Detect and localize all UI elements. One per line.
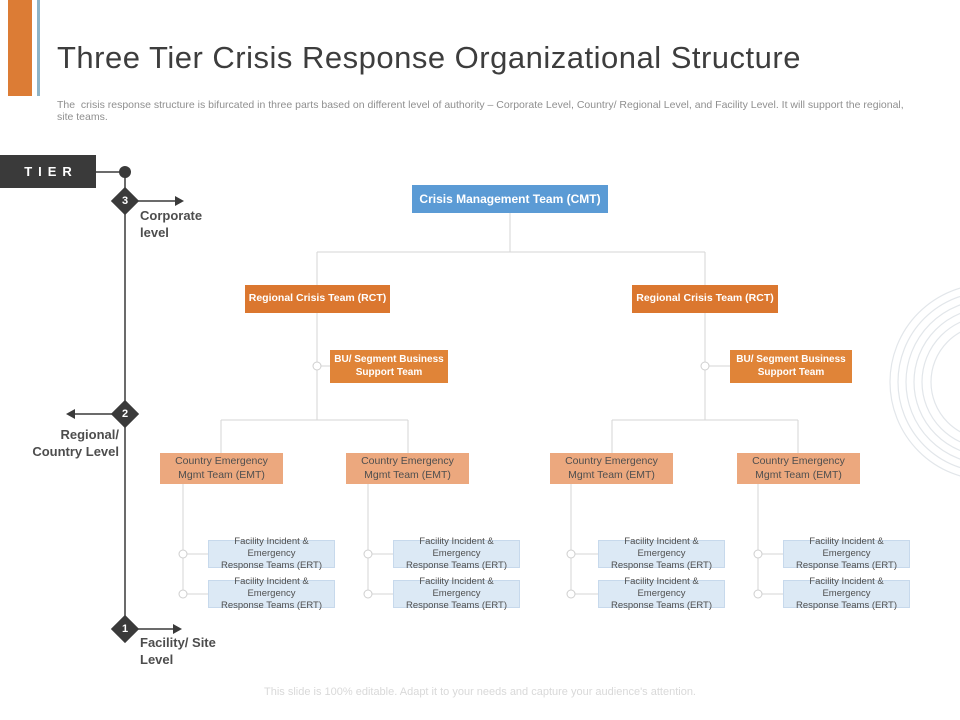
- timeline-start-dot: [119, 166, 131, 178]
- tier-marker-3: 3: [110, 186, 140, 216]
- slide-subtitle: The crisis response structure is bifurca…: [57, 99, 910, 123]
- tier-marker-3-number: 3: [121, 195, 129, 207]
- tier-marker-2-number: 2: [121, 408, 129, 420]
- node-regional-crisis-team-left: Regional Crisis Team (RCT): [245, 285, 390, 313]
- concentric-circles-decoration: [889, 287, 960, 477]
- node-country-emergency-mgmt-team-1: Country Emergency Mgmt Team (EMT): [160, 453, 283, 484]
- editable-note: This slide is 100% editable. Adapt it to…: [264, 686, 696, 698]
- tier-label-regional-country-level: Regional/ Country Level: [32, 427, 119, 459]
- tier-marker-1: 1: [110, 614, 140, 644]
- node-ert-2a: Facility Incident & Emergency Response T…: [393, 536, 520, 571]
- node-ert-4b: Facility Incident & Emergency Response T…: [783, 576, 910, 611]
- node-ert-4a: Facility Incident & Emergency Response T…: [783, 536, 910, 571]
- tier-label-facility-site-level: Facility/ Site Level: [140, 635, 216, 667]
- tier-marker-2: 2: [110, 399, 140, 429]
- header-accent-line: [37, 0, 40, 96]
- tier-axis-title: TIER: [0, 155, 96, 188]
- node-ert-1a: Facility Incident & Emergency Response T…: [208, 536, 335, 571]
- node-crisis-management-team: Crisis Management Team (CMT): [412, 185, 608, 213]
- node-country-emergency-mgmt-team-4: Country Emergency Mgmt Team (EMT): [737, 453, 860, 484]
- node-ert-2b: Facility Incident & Emergency Response T…: [393, 576, 520, 611]
- node-bu-segment-support-left: BU/ Segment Business Support Team: [330, 350, 448, 383]
- node-ert-3a: Facility Incident & Emergency Response T…: [598, 536, 725, 571]
- node-country-emergency-mgmt-team-3: Country Emergency Mgmt Team (EMT): [550, 453, 673, 484]
- tier-label-corporate-level: Corporate level: [140, 208, 203, 240]
- node-ert-3b: Facility Incident & Emergency Response T…: [598, 576, 725, 611]
- header-accent-bar: [8, 0, 32, 96]
- node-country-emergency-mgmt-team-2: Country Emergency Mgmt Team (EMT): [346, 453, 469, 484]
- node-regional-crisis-team-right: Regional Crisis Team (RCT): [632, 285, 778, 313]
- node-ert-1b: Facility Incident & Emergency Response T…: [208, 576, 335, 611]
- page-title: Three Tier Crisis Response Organizationa…: [57, 40, 801, 75]
- node-bu-segment-support-right: BU/ Segment Business Support Team: [730, 350, 852, 383]
- tier-marker-1-number: 1: [121, 623, 129, 635]
